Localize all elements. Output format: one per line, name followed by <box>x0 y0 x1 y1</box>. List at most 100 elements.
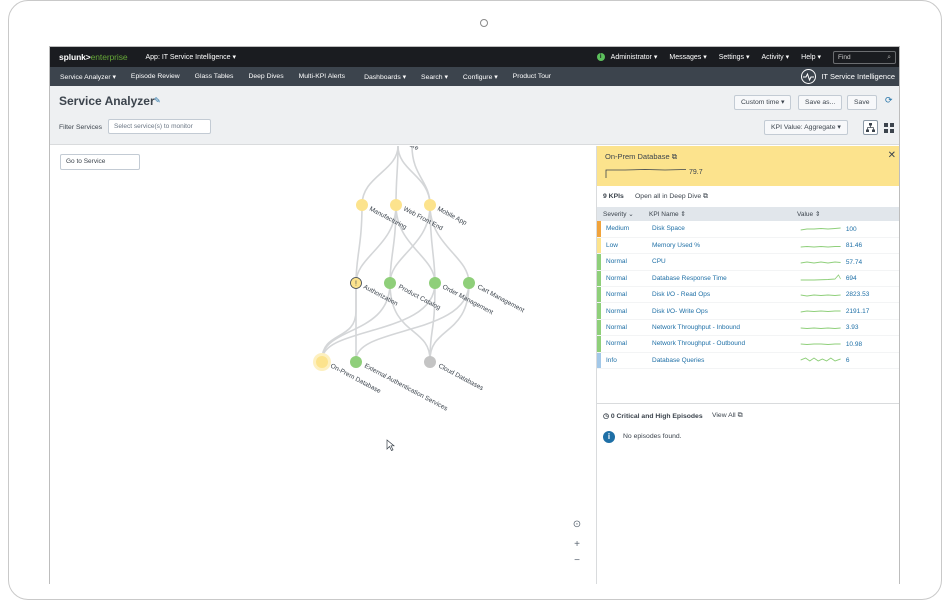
severity-color-bar <box>597 303 601 319</box>
service-tree-graph[interactable]: Go to Service <box>50 146 596 584</box>
kpi-severity: Normal <box>597 270 643 288</box>
nav-episode-review[interactable]: Episode Review <box>130 73 180 80</box>
camera-icon <box>480 19 488 27</box>
kpi-value-cell: 10.98 <box>791 335 899 353</box>
settings-menu[interactable]: Settings ▾ <box>718 54 750 61</box>
user-menu-label: Administrator ▾ <box>610 53 658 61</box>
deep-dive-label: Open all in Deep Dive <box>635 193 702 200</box>
kpi-sparkline <box>800 245 841 248</box>
node-label: ure <box>408 146 420 152</box>
node-product-catalog[interactable] <box>384 277 396 289</box>
itsi-logo-icon <box>801 69 817 84</box>
kpi-name[interactable]: Memory Used % <box>643 237 791 255</box>
kpi-sparkline <box>800 357 841 362</box>
nav-multi-kpi-alerts[interactable]: Multi-KPI Alerts <box>298 73 346 80</box>
kpi-name[interactable]: Database Response Time <box>643 270 791 288</box>
zoom-in-button[interactable]: + <box>574 539 580 550</box>
node-on-prem-database[interactable] <box>316 356 328 368</box>
node-authorization[interactable] <box>350 277 362 289</box>
nav-dashboards[interactable]: Dashboards ▾ <box>364 73 407 81</box>
nav-deep-dives[interactable]: Deep Dives <box>248 73 284 80</box>
kpi-value: 57.74 <box>845 258 863 266</box>
kpi-value: 6 <box>845 357 850 365</box>
recenter-icon[interactable]: ⊙ <box>572 519 582 530</box>
nav-product-tour[interactable]: Product Tour <box>512 73 552 80</box>
find-input[interactable]: Find⌕ <box>833 50 896 64</box>
kpi-value-dropdown[interactable]: KPI Value: Aggregate ▾ <box>764 120 848 135</box>
custom-time-picker[interactable]: Custom time ▾ <box>734 95 792 110</box>
filter-services-label: Filter Services <box>59 124 103 131</box>
kpi-value: 694 <box>845 275 857 283</box>
messages-menu[interactable]: Messages ▾ <box>669 54 707 61</box>
open-deep-dive-link[interactable]: Open all in Deep Dive ⧉ <box>635 193 708 201</box>
kpi-count: 9 KPIs <box>603 193 624 200</box>
user-menu[interactable]: i Administrator ▾ <box>596 53 658 62</box>
column-label: KPI Name <box>649 211 679 218</box>
severity-color-bar <box>597 270 601 287</box>
save-as-button[interactable]: Save as... <box>798 95 843 110</box>
kpi-name[interactable]: Database Queries <box>643 352 791 370</box>
app-menu[interactable]: App: IT Service Intelligence ▾ <box>145 54 237 61</box>
activity-menu[interactable]: Activity ▾ <box>761 54 790 61</box>
save-button[interactable]: Save <box>847 95 877 110</box>
column-value[interactable]: Value ⇕ <box>791 207 899 221</box>
kpi-name[interactable]: Disk Space <box>643 221 791 238</box>
search-icon: ⌕ <box>887 53 891 61</box>
column-severity[interactable]: Severity ⌄ <box>597 207 643 221</box>
kpi-name[interactable]: Disk I/O- Write Ops <box>643 302 791 320</box>
node-manufacturing[interactable] <box>356 199 368 211</box>
refresh-icon[interactable]: ⟳ <box>885 95 893 105</box>
help-menu[interactable]: Help ▾ <box>801 54 821 61</box>
kpi-sparkline <box>800 274 841 281</box>
severity-text: Normal <box>606 340 627 348</box>
kpi-row[interactable]: Normal Network Throughput - Outbound 10.9… <box>597 335 899 353</box>
user-status-icon: i <box>596 53 605 62</box>
external-link-icon: ⧉ <box>737 412 743 419</box>
go-to-service-input[interactable]: Go to Service <box>60 154 140 170</box>
column-kpi-name[interactable]: KPI Name ⇕ <box>643 207 791 221</box>
service-detail-panel: On-Prem Database ⧉ ✕ 79.7 9 KPIs Open al… <box>596 146 899 584</box>
panel-title[interactable]: On-Prem Database ⧉ <box>605 152 677 162</box>
tree-view-toggle[interactable] <box>863 120 878 135</box>
kpi-name[interactable]: CPU <box>643 253 791 271</box>
filter-services-input[interactable]: Select service(s) to monitor <box>108 119 211 134</box>
kpi-name[interactable]: Disk I/O - Read Ops <box>643 286 791 304</box>
node-order-management[interactable] <box>429 277 441 289</box>
close-icon[interactable]: ✕ <box>887 150 896 161</box>
tile-view-toggle[interactable] <box>881 120 896 135</box>
kpi-sparkline <box>800 310 841 313</box>
nav-configure[interactable]: Configure ▾ <box>462 73 498 81</box>
splunk-logo[interactable]: splunk>enterprise <box>59 52 128 62</box>
node-external-auth-services[interactable] <box>350 356 362 368</box>
nav-glass-tables[interactable]: Glass Tables <box>194 73 234 80</box>
node-web-front-end[interactable] <box>390 199 402 211</box>
kpi-name[interactable]: Network Throughput - Inbound <box>643 319 791 337</box>
view-all-link[interactable]: View All ⧉ <box>712 412 742 420</box>
kpi-name[interactable]: Network Throughput - Outbound <box>643 335 791 353</box>
kpi-value-cell: 6 <box>791 352 899 370</box>
edit-pencil-icon[interactable]: ✎ <box>154 96 161 105</box>
severity-color-bar <box>597 221 601 237</box>
kpi-value-cell: 694 <box>791 270 899 288</box>
severity-color-bar <box>597 336 601 352</box>
node-cloud-databases[interactable] <box>424 356 436 368</box>
kpi-severity: Normal <box>597 335 643 353</box>
kpi-sparkline <box>800 343 841 345</box>
health-sparkline <box>605 169 687 178</box>
severity-text: Medium <box>606 225 630 233</box>
nav-service-analyzer[interactable]: Service Analyzer ▾ <box>60 73 116 81</box>
node-cart-management[interactable] <box>463 277 475 289</box>
zoom-out-button[interactable]: − <box>574 555 580 566</box>
service-nodes[interactable]: ! <box>313 199 475 371</box>
nav-search[interactable]: Search ▾ <box>421 73 448 81</box>
node-mobile-app[interactable] <box>424 199 436 211</box>
severity-text: Normal <box>606 291 627 299</box>
